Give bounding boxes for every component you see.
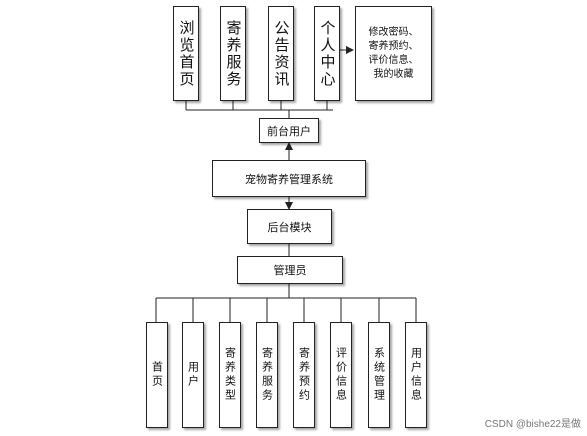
system-node: 宠物寄养管理系统 [212, 160, 366, 197]
detail-reviews: 评价信息、 [368, 54, 419, 66]
detail-boarding-booking: 寄养预约、 [368, 40, 419, 52]
user-module-announcements: 公告资讯 [268, 6, 294, 101]
backend-module-node: 后台模块 [247, 209, 332, 244]
csdn-watermark: CSDN @bishe22是做 [484, 419, 581, 430]
user-module-personal-center: 个人中心 [314, 6, 340, 101]
detail-change-password: 修改密码、 [368, 26, 419, 38]
frontend-user-node: 前台用户 [259, 118, 319, 143]
user-module-browse-home: 浏览首页 [173, 6, 199, 101]
detail-favorites: 我的收藏 [373, 68, 414, 80]
personal-center-details: 修改密码、 寄养预约、 评价信息、 我的收藏 [355, 6, 432, 101]
admin-module-system-management: 系统管理 [368, 322, 390, 428]
admin-module-users: 用户 [182, 322, 204, 428]
user-module-boarding-service: 寄养服务 [220, 6, 246, 101]
admin-module-boarding-service: 寄养服务 [256, 322, 278, 428]
admin-module-home: 首页 [146, 322, 168, 428]
admin-module-user-info: 用户信息 [405, 322, 427, 428]
admin-node: 管理员 [237, 256, 343, 284]
admin-module-boarding-type: 寄养类型 [219, 322, 241, 428]
admin-module-boarding-booking: 寄养预约 [293, 322, 315, 428]
admin-module-reviews: 评价信息 [330, 322, 352, 428]
